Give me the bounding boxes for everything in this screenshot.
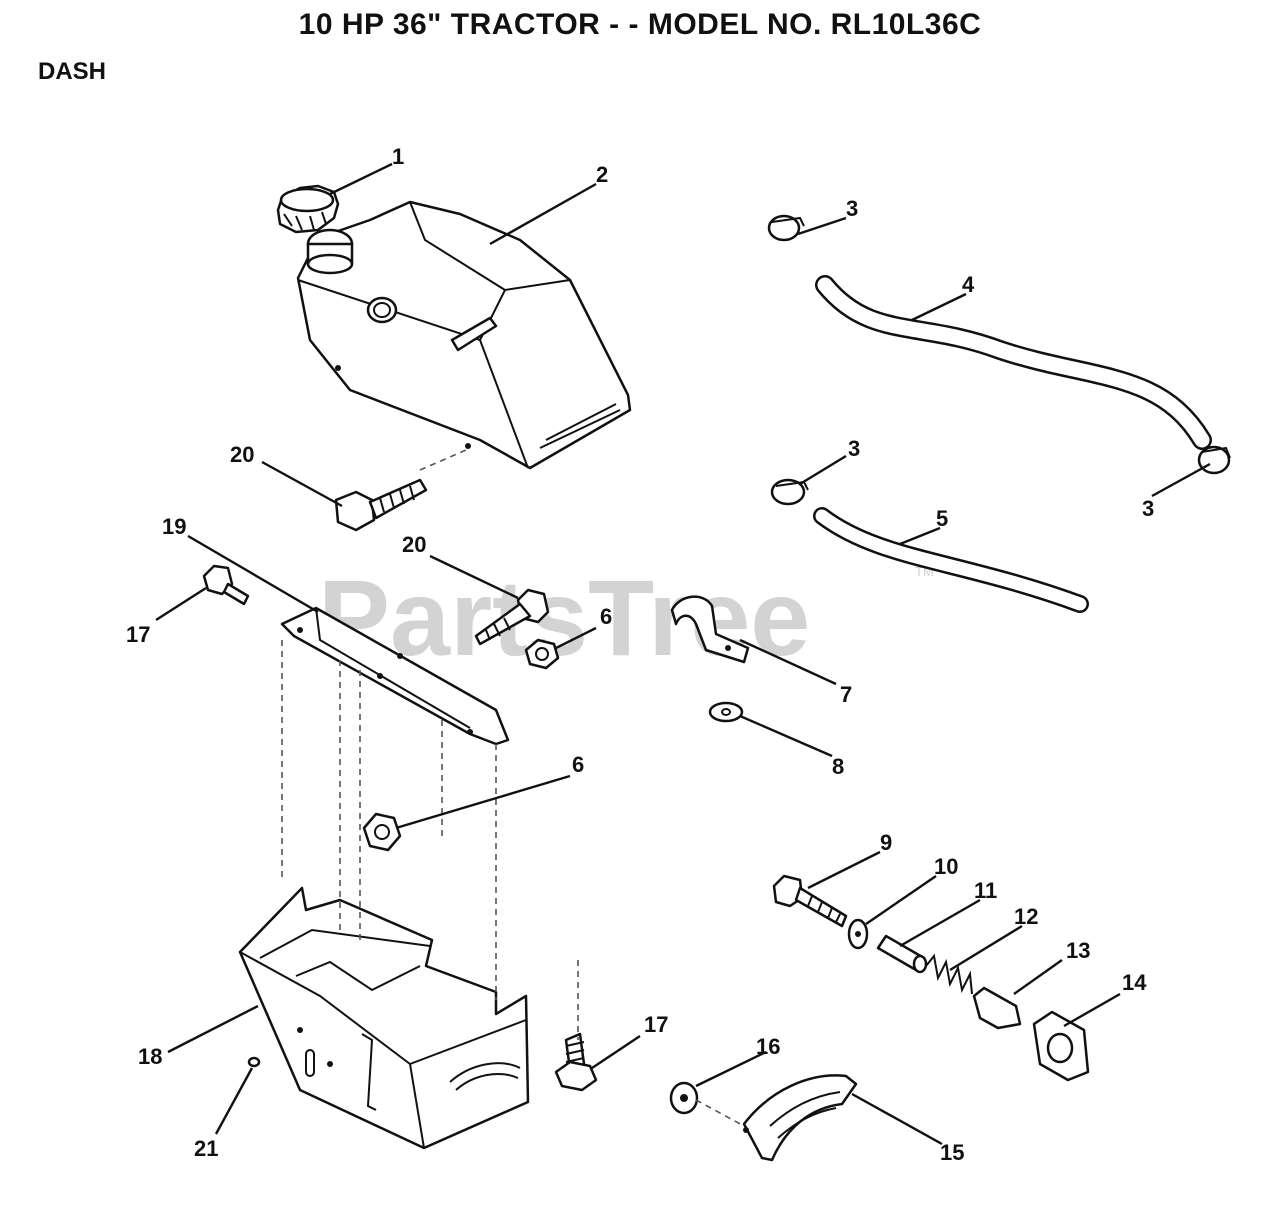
callout-18: 18 xyxy=(138,1044,162,1069)
part-6-nut-lower[interactable] xyxy=(362,812,402,852)
part-7-hose-clip[interactable] xyxy=(670,595,750,664)
part-4-fuel-hose[interactable] xyxy=(815,275,1212,450)
callout-7: 7 xyxy=(840,682,852,707)
callout-15: 15 xyxy=(940,1140,964,1165)
callout-3a: 3 xyxy=(846,196,858,221)
part-2-dash-housing[interactable] xyxy=(296,200,632,470)
part-11-spacer[interactable] xyxy=(876,934,928,974)
callout-16: 16 xyxy=(756,1034,780,1059)
callout-4: 4 xyxy=(962,272,975,297)
part-14-knob[interactable] xyxy=(1032,1010,1090,1082)
callout-3b: 3 xyxy=(848,436,860,461)
part-9-bolt[interactable] xyxy=(772,874,848,928)
callout-21: 21 xyxy=(194,1136,218,1161)
part-10-washer[interactable] xyxy=(847,918,869,950)
callout-13: 13 xyxy=(1066,938,1090,963)
part-19-bracket[interactable] xyxy=(280,606,510,746)
callout-19: 19 xyxy=(162,514,186,539)
callout-10: 10 xyxy=(934,854,958,879)
part-12-spring[interactable] xyxy=(925,953,973,995)
part-17-bolt-upper[interactable] xyxy=(202,564,250,606)
callout-17a: 17 xyxy=(126,622,150,647)
part-3-hose-clamp-a[interactable] xyxy=(767,214,805,242)
section-label: DASH xyxy=(38,58,107,85)
callout-17b: 17 xyxy=(644,1012,668,1037)
callout-9: 9 xyxy=(880,830,892,855)
callout-20a: 20 xyxy=(230,442,254,467)
callout-6b: 6 xyxy=(572,752,584,777)
callout-12: 12 xyxy=(1014,904,1038,929)
part-5-fuel-hose[interactable] xyxy=(813,507,1089,613)
page-title: 10 HP 36" TRACTOR - - MODEL NO. RL10L36C xyxy=(298,8,982,41)
part-1-fuel-cap[interactable] xyxy=(276,184,340,234)
part-18-dash-panel[interactable] xyxy=(238,886,530,1150)
part-16-nut[interactable] xyxy=(669,1081,699,1115)
part-21-rivet[interactable] xyxy=(247,1056,261,1068)
callout-8: 8 xyxy=(832,754,844,779)
callout-20b: 20 xyxy=(402,532,426,557)
part-17-bolt-lower[interactable] xyxy=(554,1032,598,1092)
callout-11: 11 xyxy=(974,878,997,903)
callout-1: 1 xyxy=(392,144,404,169)
callout-2: 2 xyxy=(596,162,608,187)
part-13-slider[interactable] xyxy=(972,986,1022,1030)
callout-6a: 6 xyxy=(600,604,612,629)
part-3-hose-clamp-c[interactable] xyxy=(1197,445,1231,475)
part-15-throttle-plate[interactable] xyxy=(742,1074,858,1162)
callout-5: 5 xyxy=(936,506,948,531)
part-20-screw-middle[interactable] xyxy=(474,588,550,646)
callout-14: 14 xyxy=(1122,970,1147,995)
part-8-washer[interactable] xyxy=(708,701,744,723)
part-20-screw-upper[interactable] xyxy=(334,478,428,532)
part-6-nut-upper[interactable] xyxy=(524,638,560,670)
callout-3c: 3 xyxy=(1142,496,1154,521)
